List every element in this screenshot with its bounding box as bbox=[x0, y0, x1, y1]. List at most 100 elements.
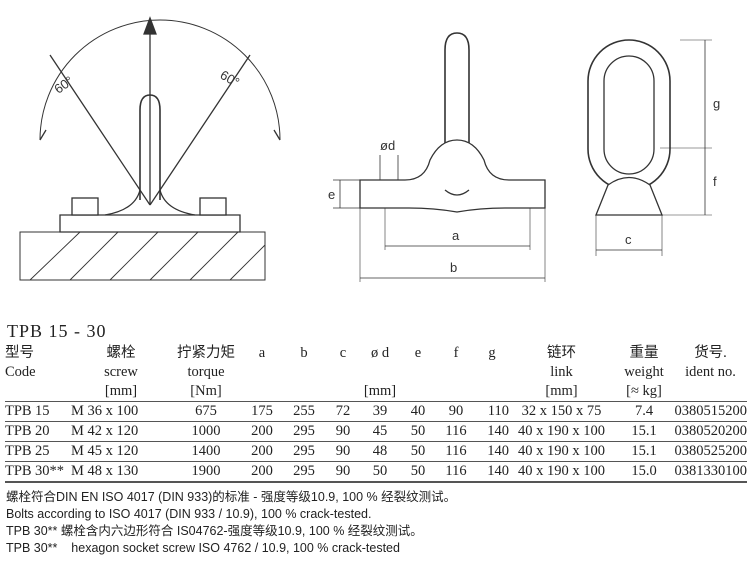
dim-label-c: c bbox=[625, 232, 632, 247]
cell-b: 255 bbox=[293, 403, 315, 419]
cell-link: 40 x 190 x 100 bbox=[518, 423, 605, 439]
header-row-en: Code screw torque link weight ident no. bbox=[5, 363, 747, 382]
cell-torque: 1900 bbox=[191, 463, 221, 479]
cell-d: 50 bbox=[372, 463, 388, 479]
note-bolts-en: Bolts according to ISO 4017 (DIN 933 / 1… bbox=[6, 507, 372, 521]
cell-f: 116 bbox=[445, 443, 467, 459]
cell-b: 295 bbox=[293, 423, 315, 439]
cell-d: 45 bbox=[372, 423, 388, 439]
dim-label-d: ød bbox=[380, 138, 395, 153]
header-row-units: [mm] [Nm] [mm] [mm] [≈ kg] bbox=[5, 382, 747, 402]
header-f: f bbox=[453, 345, 459, 361]
dim-label-b: b bbox=[450, 260, 457, 275]
cell-link: 40 x 190 x 100 bbox=[518, 463, 605, 479]
cell-b: 295 bbox=[293, 443, 315, 459]
cell-c: 90 bbox=[335, 463, 351, 479]
angle-label-right: 60° bbox=[218, 67, 243, 90]
cell-f: 90 bbox=[448, 403, 464, 419]
header-code-cn: 型号 bbox=[5, 345, 34, 361]
front-view-drawing bbox=[587, 39, 712, 256]
cell-g: 110 bbox=[487, 403, 509, 419]
header-code: Code bbox=[5, 364, 36, 380]
cell-e: 50 bbox=[410, 423, 426, 439]
dim-label-a: a bbox=[452, 228, 460, 243]
header-weight: weight bbox=[624, 364, 664, 380]
cell-g: 140 bbox=[487, 443, 509, 459]
unit-dims: [mm] bbox=[363, 383, 397, 399]
cell-a: 200 bbox=[251, 423, 273, 439]
cell-code: TPB bbox=[5, 403, 32, 419]
cell-c: 90 bbox=[335, 443, 351, 459]
cell-size: 20 bbox=[35, 423, 50, 439]
cell-g: 140 bbox=[487, 423, 509, 439]
cell-a: 175 bbox=[251, 403, 273, 419]
footnotes: 螺栓符合DIN EN ISO 4017 (DIN 933)的标准 - 强度等级1… bbox=[6, 489, 456, 557]
cell-f: 116 bbox=[445, 463, 467, 479]
note-bolts-cn: 螺栓符合DIN EN ISO 4017 (DIN 933)的标准 - 强度等级1… bbox=[6, 490, 457, 504]
header-c: c bbox=[339, 345, 347, 361]
note-tpb30-cn: TPB 30** 螺栓含内六边形符合 IS04762-强度等级10.9, 100… bbox=[6, 524, 423, 538]
header-link-cn: 链环 bbox=[547, 345, 576, 361]
spec-table: 型号 螺栓 拧紧力矩 a b c ø d e f g 链环 重量 货号. Cod… bbox=[5, 344, 747, 483]
cell-a: 200 bbox=[251, 443, 273, 459]
header-link: link bbox=[550, 364, 573, 380]
cell-code: TPB bbox=[5, 443, 32, 459]
cell-torque: 675 bbox=[195, 403, 217, 419]
cell-ident: 0380515200 bbox=[674, 403, 748, 419]
cell-screw: M 48 x 130 bbox=[71, 463, 139, 479]
mounted-lifting-point-drawing bbox=[19, 16, 281, 281]
header-torque-cn: 拧紧力矩 bbox=[177, 345, 235, 361]
cell-b: 295 bbox=[293, 463, 315, 479]
unit-weight: [≈ kg] bbox=[626, 383, 662, 399]
cell-torque: 1400 bbox=[191, 443, 221, 459]
angle-label-left: 60° bbox=[51, 73, 76, 97]
note-tpb30-en: TPB 30** hexagon socket screw ISO 4762 /… bbox=[6, 541, 400, 555]
cell-e: 50 bbox=[410, 443, 426, 459]
cell-link: 32 x 150 x 75 bbox=[521, 403, 602, 419]
cell-c: 72 bbox=[335, 403, 351, 419]
cell-ident: 0380520200 bbox=[674, 423, 748, 439]
cell-e: 40 bbox=[410, 403, 426, 419]
header-ident: ident no. bbox=[685, 364, 736, 380]
header-screw-cn: 螺栓 bbox=[106, 345, 136, 361]
side-view-drawing bbox=[333, 32, 546, 282]
cell-a: 200 bbox=[251, 463, 273, 479]
dim-label-g: g bbox=[713, 96, 720, 111]
product-title: TPB 15 - 30 bbox=[7, 321, 107, 341]
header-ident-cn: 货号. bbox=[694, 345, 727, 361]
cell-code: TPB bbox=[5, 463, 32, 479]
cell-link: 40 x 190 x 100 bbox=[518, 443, 605, 459]
unit-link: [mm] bbox=[545, 383, 578, 399]
cell-torque: 1000 bbox=[191, 423, 221, 439]
cell-c: 90 bbox=[335, 423, 351, 439]
dim-label-e: e bbox=[328, 187, 335, 202]
cell-d: 39 bbox=[372, 403, 388, 419]
cell-weight: 7.4 bbox=[634, 403, 654, 419]
cell-screw: M 45 x 120 bbox=[71, 443, 139, 459]
cell-weight: 15.0 bbox=[631, 463, 657, 479]
header-a: a bbox=[258, 345, 266, 361]
technical-drawings: 60° 60° ød e a b g f c bbox=[19, 16, 720, 282]
header-weight-cn: 重量 bbox=[629, 345, 659, 361]
cell-code: TPB bbox=[5, 423, 32, 439]
cell-f: 116 bbox=[445, 423, 467, 439]
unit-screw: [mm] bbox=[104, 383, 138, 399]
cell-screw: M 36 x 100 bbox=[71, 403, 139, 419]
cell-d: 48 bbox=[372, 443, 388, 459]
header-e: e bbox=[414, 345, 422, 361]
header-torque: torque bbox=[187, 364, 225, 380]
header-screw: screw bbox=[104, 364, 138, 380]
dim-label-f: f bbox=[713, 174, 717, 189]
cell-size: 25 bbox=[35, 443, 50, 459]
cell-size: 15 bbox=[35, 403, 50, 419]
header-b: b bbox=[300, 345, 308, 361]
header-row-cn: 型号 螺栓 拧紧力矩 a b c ø d e f g 链环 重量 货号. bbox=[5, 344, 747, 363]
cell-g: 140 bbox=[487, 463, 509, 479]
cell-ident: 0381330100 bbox=[674, 463, 748, 479]
header-g: g bbox=[488, 345, 496, 361]
cell-weight: 15.1 bbox=[631, 443, 657, 459]
